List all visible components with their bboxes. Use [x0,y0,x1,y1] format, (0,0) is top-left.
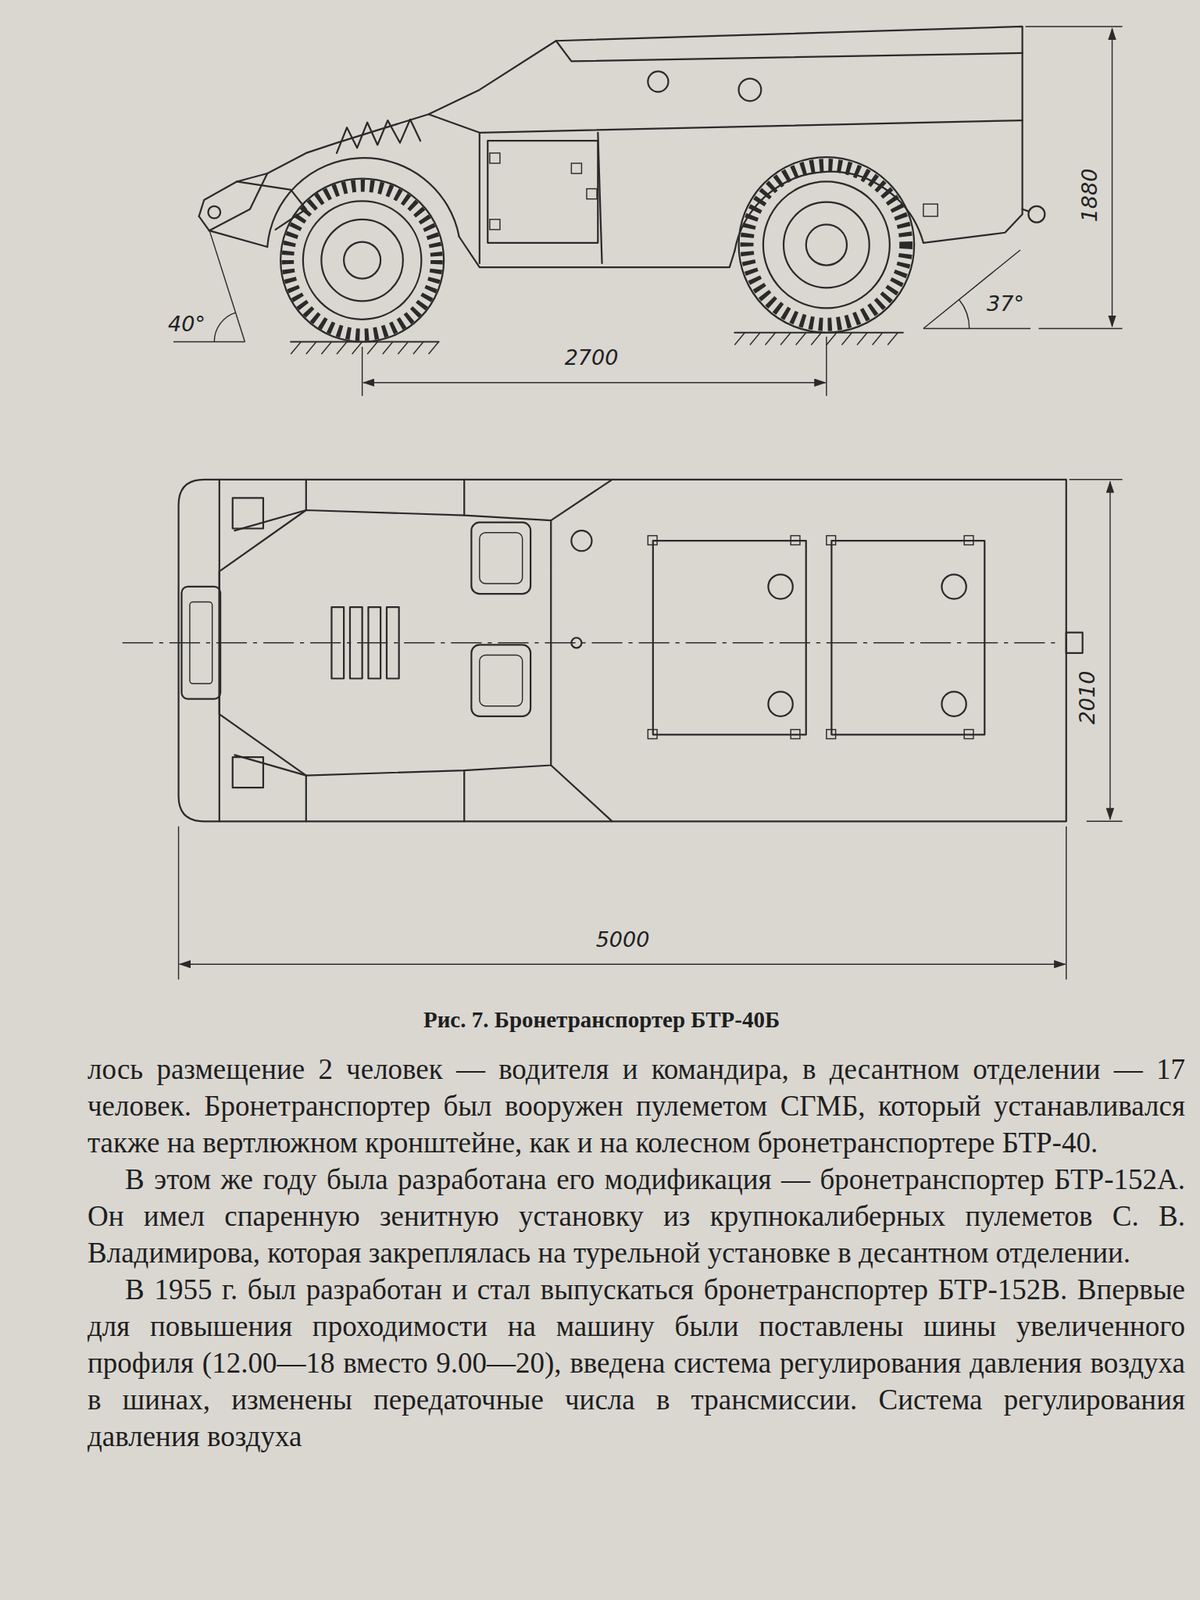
top-view-hull [826,535,836,546]
top-view-hull [941,574,966,599]
dimension-line [179,963,1066,965]
dimension-line [363,382,826,383]
side-view-hull [586,189,597,200]
top-view-hull [550,479,612,822]
top-view-hull [647,729,658,740]
wheel [806,224,847,265]
dimension-line [362,26,1123,397]
top-view-hull [232,757,264,788]
top-view-hull [941,691,966,716]
wheel [280,157,915,342]
top-view-hull [471,644,531,716]
top-view-hull [571,530,592,551]
side-view-hull [459,236,736,268]
side-view-hull [1022,209,1029,212]
dimension-line [178,826,1067,980]
top-view-hull [790,729,800,740]
figure-caption: Рис. 7. Бронетранспортер БТР-40Б [423,1006,780,1033]
wheel [280,178,444,343]
side-view-hull [199,216,268,247]
paragraph: лось размещение 2 человек — водителя и к… [87,1050,1186,1161]
side-view-hull [478,132,481,264]
ground-hatch [290,342,439,355]
side-view-hull [571,163,582,174]
side-view-hull [647,71,668,92]
side-view-hull [489,219,500,230]
side-view-hull [209,173,268,231]
top-view-hull [471,522,531,594]
top-view-hull [964,535,974,546]
top-view-hull [178,479,1083,822]
angle-line [173,341,245,343]
ground-hatch [734,332,898,346]
dimension-line [178,479,1123,980]
dimension-line [1069,479,1123,822]
side-view-hull [199,26,1046,268]
dimension-line [362,336,827,397]
height-dimension: 1880 [1078,168,1102,223]
angle-line [923,250,1021,329]
top-view-hull [479,654,523,706]
angle-line [173,229,1031,343]
wheel [783,202,870,289]
top-view-hull [653,540,807,735]
side-view-hull [487,140,598,243]
top-view-hull [831,540,985,735]
side-view-hull [428,114,1023,133]
side-view-hull [556,40,1023,61]
body-text: лось размещение 2 человек — водителя и к… [87,1050,1186,1455]
departure-angle: 37° [986,292,1025,316]
side-view-hull [739,78,762,102]
ground-hatch [290,340,439,343]
dimension-line [1109,481,1111,819]
top-view-hull [306,479,465,822]
side-view-hull [267,157,460,247]
side-view-hull [236,181,307,229]
top-view-hull [767,691,793,716]
wheelbase-dimension: 2700 [564,346,619,370]
angle-line [923,328,1031,329]
side-view-hull [199,26,1023,243]
top-view-hull [178,479,1067,822]
angle-line [214,312,236,342]
paragraph: В 1955 г. был разработан и стал выпускат… [87,1271,1186,1455]
side-view-hull [923,203,938,217]
wheel [321,219,403,301]
top-view-hull [647,535,658,546]
wheel [746,165,907,325]
side-view-hull [207,206,221,219]
length-dimension: 5000 [596,928,650,952]
approach-angle: 40° [167,312,206,336]
wheel [303,200,422,319]
dimension-line [1111,28,1113,327]
top-view-hull [479,532,523,584]
top-view-hull [790,535,800,546]
paragraph: В этом же году была разработана его моди… [87,1160,1186,1272]
wheel [343,242,381,279]
top-view-hull [1066,632,1083,654]
wheel [739,157,915,333]
top-view-hull [232,497,264,529]
wheel [763,181,890,308]
center-line [122,642,1062,643]
side-view-hull [336,119,421,154]
width-dimension: 2010 [1075,671,1100,725]
top-view-hull [964,729,974,740]
side-view-hull [1028,206,1045,223]
side-view-hull [489,153,500,164]
angle-line [209,229,246,343]
wheel [287,185,437,336]
top-view-hull [767,574,793,599]
dimension-line [1025,26,1123,329]
side-view-hull [597,132,602,264]
center-line [122,642,1062,643]
angle-line [959,299,970,329]
top-view-hull [826,729,836,740]
